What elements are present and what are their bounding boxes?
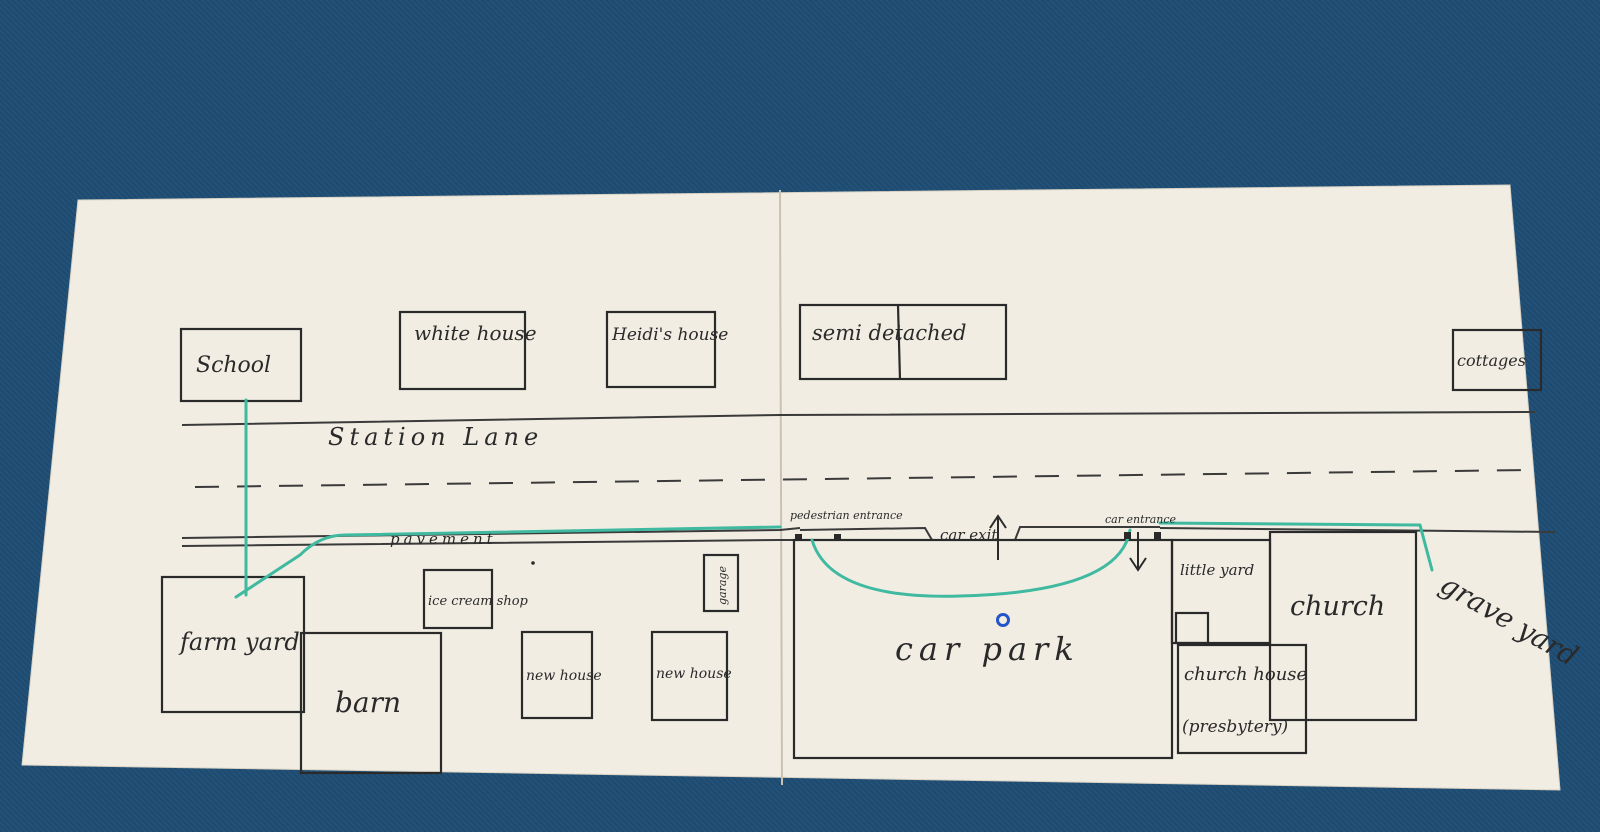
church-label: church <box>1290 591 1385 622</box>
pavement-line-lower <box>181 539 796 547</box>
car-entrance-label: car entrance <box>1105 513 1177 526</box>
car-park-label: car park <box>895 630 1080 668</box>
heidis-house-building <box>605 310 717 389</box>
car-exit-lane <box>799 526 933 541</box>
car-entrance-post-1 <box>1124 532 1131 539</box>
station-lane-label: Station Lane <box>328 423 543 451</box>
new-house-1-building <box>520 630 594 720</box>
semi-detached-building <box>798 303 1008 381</box>
barn-label: barn <box>335 686 401 719</box>
church-house-building <box>1176 643 1308 755</box>
pedestrian-entrance-label: pedestrian entrance <box>790 509 903 522</box>
car-exit-arrow <box>989 514 1007 560</box>
paper-sheet <box>21 184 1561 791</box>
location-marker <box>996 613 1010 627</box>
walking-route <box>234 398 1434 599</box>
paper-fold <box>779 189 783 786</box>
road-centre-line <box>194 469 1531 488</box>
car-entrance-arrow <box>1129 532 1147 572</box>
church-building <box>1268 530 1418 722</box>
semi-detached-divider <box>896 304 902 381</box>
heidis-house-label: Heidi's house <box>611 325 728 345</box>
white-house-label: white house <box>414 321 537 345</box>
school-building <box>179 327 303 403</box>
white-house-building <box>398 310 527 391</box>
road-north-edge <box>181 411 1536 426</box>
little-yard-label: little yard <box>1180 561 1254 579</box>
pavement-label: pavement <box>390 530 497 548</box>
garage-building <box>702 553 740 613</box>
new-house-2-building <box>650 630 729 722</box>
car-entrance-lane <box>1014 526 1160 541</box>
cottages-label: cottages <box>1457 351 1526 370</box>
new-house-1-label: new house <box>526 668 602 684</box>
presbytery-label: (presbytery) <box>1182 717 1288 737</box>
new-house-2-label: new house <box>656 666 732 682</box>
car-park-area <box>792 538 1174 760</box>
pedestrian-entrance-post-1 <box>795 534 802 541</box>
semi-detached-label: semi detached <box>812 321 967 345</box>
church-house-label: church house <box>1184 664 1307 685</box>
school-label: School <box>196 353 271 378</box>
church-house-step <box>1174 611 1210 645</box>
barn-building <box>299 631 443 775</box>
garage-label: garage <box>716 566 729 605</box>
ice-cream-shop-label: ice cream shop <box>428 594 529 609</box>
farm-yard-building <box>160 575 306 714</box>
pavement-line-east <box>1159 527 1556 533</box>
cottages-building <box>1451 328 1543 392</box>
car-entrance-post-2 <box>1154 532 1161 539</box>
car-exit-label: car exit <box>940 526 998 544</box>
pedestrian-entrance-post-2 <box>834 534 841 541</box>
farm-yard-label: farm yard <box>178 628 300 656</box>
ice-cream-shop-building <box>422 568 494 630</box>
ink-dot <box>531 561 535 565</box>
